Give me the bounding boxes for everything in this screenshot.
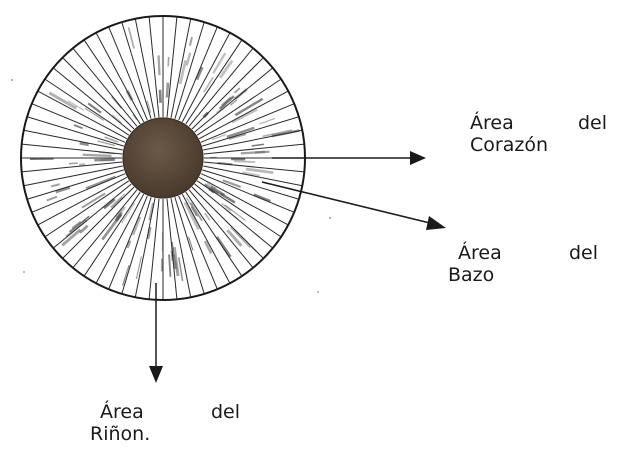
speck <box>11 79 13 81</box>
iris-streak <box>97 141 114 146</box>
label-heart: Área del Corazón <box>470 112 607 156</box>
iris-streak <box>47 197 57 201</box>
iris-streak <box>246 169 273 173</box>
iris-spoke <box>122 22 151 119</box>
iris-streak <box>217 237 231 257</box>
iris-streak <box>225 205 245 221</box>
kidney-arrowhead <box>149 366 163 383</box>
label-heart-line2: Corazón <box>470 134 607 156</box>
iris-spoke <box>171 19 191 118</box>
iris-streak <box>227 230 241 246</box>
iris-streak <box>167 83 168 98</box>
iris-streak <box>136 256 141 279</box>
speck <box>23 271 25 273</box>
iris-streak <box>74 125 83 128</box>
iris-streak <box>51 184 60 186</box>
speck <box>329 217 331 219</box>
iris-streak <box>259 118 275 124</box>
iris-spoke <box>135 198 155 297</box>
iris-streak <box>129 27 135 48</box>
iris-streak <box>112 97 122 109</box>
label-heart-word2: del <box>578 112 607 134</box>
pupil <box>123 118 203 198</box>
iris-streak <box>69 163 78 164</box>
spleen-arrowhead <box>426 216 446 230</box>
iris-spoke <box>203 130 302 150</box>
iris-streak <box>160 90 161 103</box>
iris-streak <box>159 55 160 75</box>
iris-spoke <box>149 17 159 118</box>
iris-streak <box>234 161 255 162</box>
label-kidney-word1: Área <box>100 401 144 423</box>
label-spleen: Área del Bazo <box>448 242 598 286</box>
label-spleen-word2: del <box>569 242 598 264</box>
label-heart-word1: Área <box>470 112 514 134</box>
iris-streak <box>254 194 271 201</box>
iris-streak <box>174 247 178 276</box>
iris-streak <box>102 214 121 239</box>
iris-streak <box>49 93 76 108</box>
iris-spoke <box>135 19 155 118</box>
iris-streak <box>231 100 237 105</box>
label-spleen-line2: Bazo <box>448 264 598 286</box>
iris-spoke <box>63 58 134 129</box>
iris-streak <box>133 217 140 235</box>
iris-spoke <box>24 130 123 150</box>
iris-streak <box>255 152 265 153</box>
label-kidney-word2: del <box>211 401 240 423</box>
iris-spoke <box>22 144 123 154</box>
speck <box>317 291 319 293</box>
iris-streak <box>168 57 169 67</box>
iris-spoke <box>122 197 151 294</box>
label-kidney: Área del Riñon. <box>90 401 240 445</box>
iris-streak <box>83 155 112 156</box>
spleen-arrow-line <box>262 182 434 224</box>
iris-streak <box>234 88 239 93</box>
iris-streak <box>190 37 192 46</box>
iris-spoke <box>27 117 124 146</box>
iris-spoke <box>24 166 123 186</box>
iris-streak <box>112 115 122 123</box>
iris-streak <box>252 144 264 146</box>
iris-streak <box>169 254 170 276</box>
iris-spoke <box>167 17 177 118</box>
iris-streak <box>220 96 234 108</box>
iris-streak <box>187 53 190 66</box>
label-spleen-word1: Área <box>458 242 502 264</box>
iris-streak <box>179 257 183 281</box>
iris-spoke <box>27 170 124 199</box>
iris-streak <box>180 60 185 84</box>
iris-streak <box>94 160 115 161</box>
iris-streak <box>86 177 115 188</box>
iris-streak <box>123 265 129 285</box>
iris-streak <box>85 108 104 120</box>
iris-streak <box>80 226 88 233</box>
label-kidney-line2: Riñon. <box>90 423 240 445</box>
heart-arrowhead <box>410 151 426 165</box>
